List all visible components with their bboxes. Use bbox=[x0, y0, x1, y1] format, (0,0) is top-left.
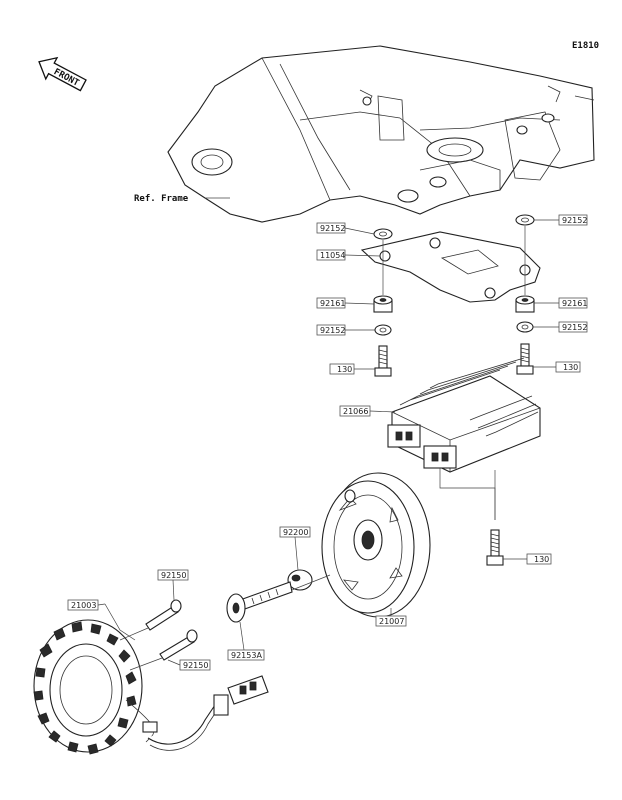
stator-bolt-upper bbox=[145, 599, 182, 631]
callout-11054: 11054 bbox=[320, 251, 345, 260]
callout-92200: 92200 bbox=[283, 528, 308, 537]
callout-92150: 92150 bbox=[161, 571, 186, 580]
callout-21007: 21007 bbox=[379, 617, 404, 626]
flywheel-bolt bbox=[226, 581, 293, 623]
ref-frame-label: Ref. Frame bbox=[134, 194, 189, 204]
bolt-right bbox=[516, 343, 534, 375]
washer-top-right bbox=[515, 214, 535, 226]
callout-92152-mid-right: 92152 bbox=[562, 323, 587, 332]
callout-130-bottom: 130 bbox=[534, 555, 549, 564]
washer-mid-left bbox=[374, 324, 392, 336]
stator bbox=[33, 619, 269, 755]
callout-box-92153a bbox=[227, 649, 265, 661]
frame-structure bbox=[167, 45, 595, 223]
callout-92150-lower: 92150 bbox=[183, 661, 208, 670]
damper-right bbox=[515, 295, 535, 313]
callout-92152-top-right: 92152 bbox=[562, 216, 587, 225]
bolt-left bbox=[374, 345, 392, 377]
callout-130-left: 130 bbox=[337, 365, 352, 374]
washer-top-left bbox=[373, 228, 393, 240]
flywheel bbox=[321, 472, 431, 618]
callout-21066: 21066 bbox=[343, 407, 368, 416]
front-arrow-icon: FRONT bbox=[38, 56, 87, 92]
damper-left bbox=[373, 295, 393, 313]
callout-92152-top-left: 92152 bbox=[320, 224, 345, 233]
spacer bbox=[287, 569, 313, 591]
bracket bbox=[360, 231, 541, 303]
diagram-code: E1810 bbox=[572, 41, 599, 51]
bolt-bottom bbox=[486, 529, 504, 566]
washer-mid-right bbox=[516, 321, 534, 333]
callout-130-right: 130 bbox=[563, 363, 578, 372]
callout-92153a: 92153A bbox=[231, 651, 262, 660]
callout-92152-mid-left: 92152 bbox=[320, 326, 345, 335]
callout-21003: 21003 bbox=[71, 601, 96, 610]
stator-bolt-lower bbox=[159, 629, 198, 661]
callout-92161-left: 92161 bbox=[320, 299, 345, 308]
regulator bbox=[387, 357, 541, 520]
callout-92161-right: 92161 bbox=[562, 299, 587, 308]
